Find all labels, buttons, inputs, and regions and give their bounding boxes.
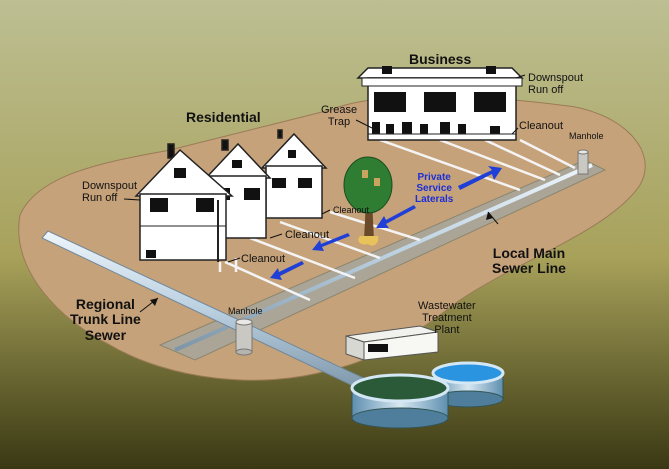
label-downspout-residential: Downspout Run off xyxy=(82,180,138,205)
label-manhole-top: Manhole xyxy=(569,131,604,141)
label-downspout-business: Downspout Run off xyxy=(528,72,584,97)
label-manhole-bottom: Manhole xyxy=(228,306,263,316)
treatment-plant-building xyxy=(345,325,439,361)
label-wastewater-treatment-plant: Wastewater Treatment Plant xyxy=(418,300,476,337)
leader-lines xyxy=(123,74,526,313)
label-cleanout-low: Cleanout xyxy=(241,253,286,265)
treatment-tank-small xyxy=(431,361,505,408)
label-cleanout-business: Cleanout xyxy=(519,120,564,132)
leader-arrowhead xyxy=(486,212,493,220)
label-local-main-sewer-line: Local Main Sewer Line xyxy=(492,245,566,277)
leader-arrowhead xyxy=(150,298,158,306)
tree xyxy=(343,156,393,246)
treatment-tank-large xyxy=(350,373,450,429)
label-private-service-laterals: Private Service Laterals xyxy=(415,172,454,205)
residential-houses xyxy=(134,129,328,262)
manhole-bottom xyxy=(235,318,253,356)
business-building xyxy=(356,66,524,141)
manhole-top xyxy=(577,149,589,175)
flow-arrows xyxy=(270,166,502,280)
label-grease-trap: Grease Trap xyxy=(321,104,358,129)
label-business: Business xyxy=(409,51,472,67)
label-regional-trunk-line-sewer: Regional Trunk Line Sewer xyxy=(70,296,141,343)
label-cleanout-small: Cleanout xyxy=(333,205,370,215)
label-residential: Residential xyxy=(186,109,261,125)
lateral-lines xyxy=(218,138,576,302)
label-cleanout-mid: Cleanout xyxy=(285,229,330,241)
